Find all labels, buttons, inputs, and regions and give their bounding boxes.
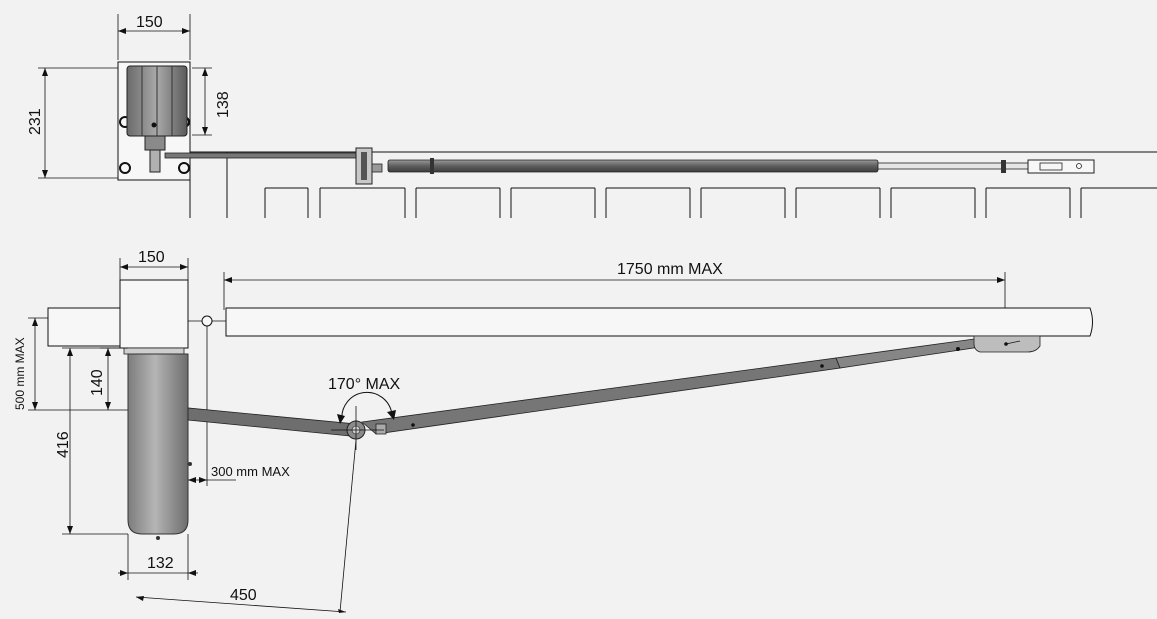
hinge-offset-label: 300 mm MAX [211, 464, 290, 479]
motor-height-label: 138 [215, 91, 232, 118]
body-width-label: 132 [147, 555, 174, 572]
leaf-length-label: 1750 mm MAX [617, 261, 723, 278]
first-arm [187, 407, 357, 437]
pillar-label: 500 mm MAX [13, 337, 27, 410]
gearbox-housing [119, 279, 189, 349]
pillar-dimension: 500 mm MAX [13, 317, 128, 411]
body-width-dimension: 132 [118, 534, 198, 580]
body-height-dimension: 416 [55, 347, 128, 535]
side-width-dimension: 150 [119, 249, 189, 280]
gate-leaf [225, 307, 1093, 337]
side-width-label: 150 [138, 249, 165, 266]
second-arm [361, 357, 841, 435]
top-width-label: 150 [136, 14, 163, 31]
body-height-label: 416 [55, 431, 72, 458]
angle-label: 170° MAX [328, 376, 401, 393]
arm-reach-dimension: 450 [135, 439, 357, 613]
leaf-length-dimension: 1750 mm MAX [223, 261, 1006, 340]
top-width-dimension: 150 [117, 14, 191, 60]
hinge-offset-dimension: 300 mm MAX [188, 326, 290, 486]
motor-shaft [149, 149, 161, 173]
plate-hole [119, 162, 131, 174]
side-view: 150 1750 mm MAX 500 mm MAX [13, 249, 1093, 613]
offset-dimension: 140 [89, 347, 128, 410]
plate-hole [178, 162, 190, 174]
arm-reach-label: 450 [230, 587, 257, 604]
top-height-label: 231 [27, 108, 44, 135]
offset-label: 140 [89, 369, 106, 396]
motor-cylinder [127, 353, 189, 535]
gate-hinge [201, 315, 213, 327]
arm-top-view [164, 147, 1095, 185]
top-height-dimension: 231 [27, 67, 120, 179]
arm-linkage [187, 335, 1041, 440]
motor-height-dimension: 138 [192, 67, 232, 136]
angle-indicator: 170° MAX [328, 376, 401, 450]
top-view: 150 231 138 [27, 14, 1157, 218]
gate-outline-top [189, 151, 1157, 218]
